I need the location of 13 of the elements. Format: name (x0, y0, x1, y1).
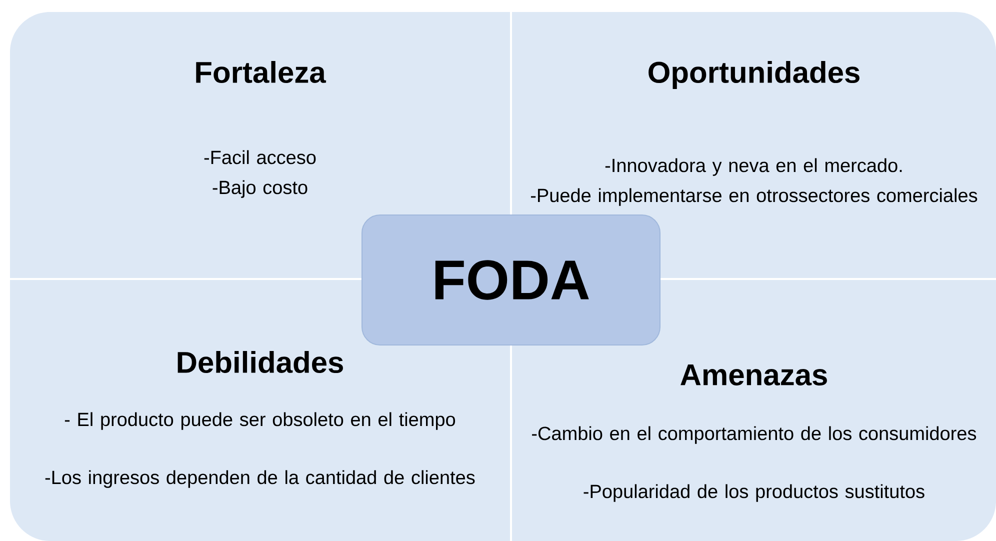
heading: Debilidades (178, 351, 343, 374)
heading: Fortaleza (196, 60, 326, 84)
bullet-text: -Innovadora y neva en el mercado. (605, 158, 902, 176)
bullet-text: -Cambio en el comportamiento de los consumidores (532, 426, 976, 444)
heading: Amenazas (680, 364, 827, 386)
bullet-text: - El producto puede ser obsoleto en el tiempo (64, 412, 456, 430)
bullet-text: -Puede implementarse en otrossectores comerciales (530, 188, 978, 206)
bullet-text: -Bajo costo (212, 180, 308, 198)
bullet-text: -Popularidad de los productos sustitutos (584, 484, 924, 502)
bullet-text: -Los ingresos dependen de la cantidad de clientes (45, 470, 475, 488)
bullet-text: -Facil acceso (204, 150, 316, 164)
center-box: FODA (362, 214, 660, 346)
heading: Oportunidades (648, 61, 860, 89)
